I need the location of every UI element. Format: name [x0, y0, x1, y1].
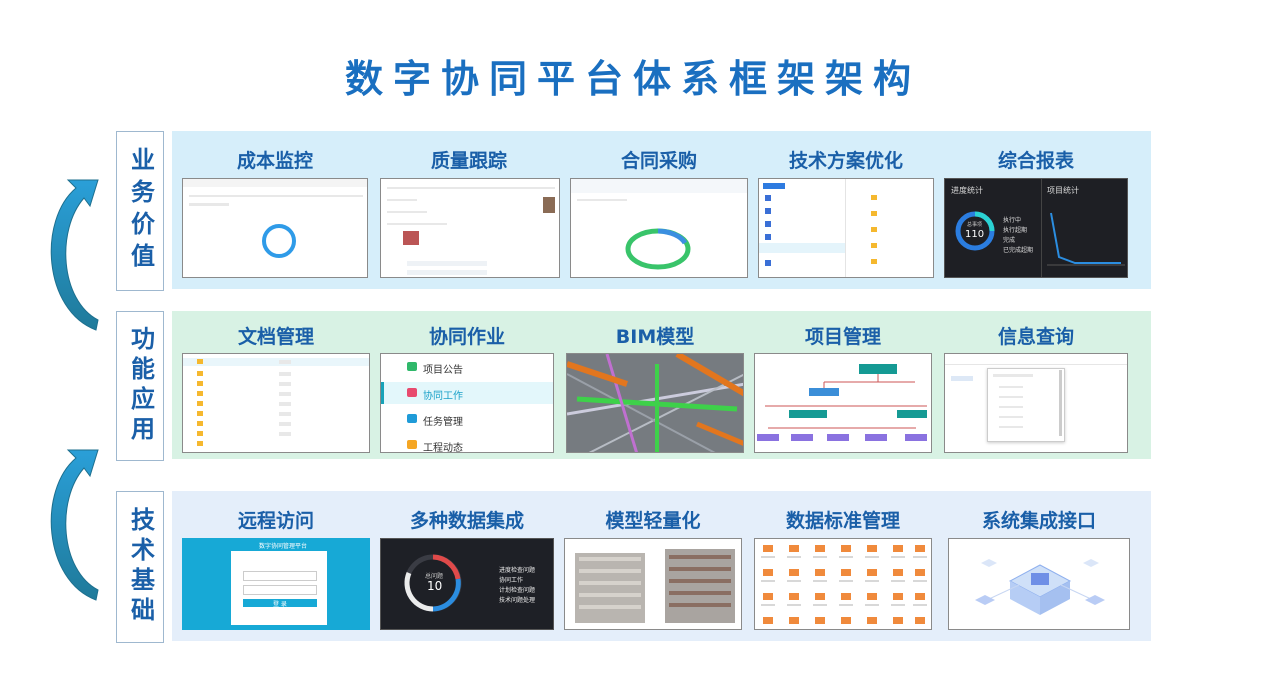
username-field[interactable] [243, 571, 317, 581]
cell-title: 质量跟踪 [430, 150, 507, 172]
cell-title: 多种数据集成 [409, 510, 524, 532]
data-integration-thumbnail[interactable]: 总问题 10 进度检查问题 协同工作 计划检查问题 技术问题处理 [380, 538, 554, 630]
report-thumbnail[interactable]: 进度统计 项目统计 总事项 110 执行中 执行超期 完成 已完成超期 [944, 178, 1128, 278]
login-header: 数字协同管理平台 [259, 543, 308, 550]
ring-chart-icon [625, 228, 691, 270]
bim-model-thumbnail[interactable] [566, 353, 744, 453]
menu-item-label: 项目公告 [423, 365, 463, 376]
bim-pipes-image [567, 354, 743, 452]
layer-label-text: 业务价值 [126, 147, 155, 275]
cell-title: 文档管理 [237, 326, 314, 348]
cell-title: 项目管理 [804, 326, 881, 348]
report-right-heading: 项目统计 [1047, 186, 1079, 195]
menu-item-label: 工程动态 [423, 443, 463, 453]
integration-legend-item: 协同工作 [499, 577, 524, 584]
system-interface-thumbnail[interactable] [948, 538, 1130, 630]
cell-title: 系统集成接口 [981, 510, 1096, 532]
quality-tracking-thumbnail[interactable] [380, 178, 560, 278]
project-management-thumbnail[interactable] [754, 353, 932, 453]
integration-legend-item: 计划检查问题 [499, 587, 536, 594]
model-lightweight-thumbnail[interactable] [564, 538, 742, 630]
cell-title: 数据标准管理 [785, 510, 900, 532]
login-button-label: 登 录 [273, 601, 287, 608]
integration-legend-item: 技术问题处理 [499, 597, 536, 604]
cell-title: 技术方案优化 [788, 150, 903, 172]
cell-title: 成本监控 [236, 150, 313, 172]
line-chart-icon [1047, 212, 1125, 266]
cost-monitor-thumbnail[interactable] [182, 178, 368, 278]
building-model-image [575, 549, 735, 623]
task-icon [407, 414, 417, 423]
menu-item-announcement[interactable]: 项目公告 [381, 356, 553, 378]
integration-legend-item: 进度检查问题 [499, 567, 536, 574]
menu-item-label: 任务管理 [423, 417, 463, 428]
collaboration-thumbnail[interactable]: 项目公告 协同工作 任务管理 工程动态 [380, 353, 554, 453]
cell-title: 信息查询 [997, 326, 1074, 348]
menu-item-task[interactable]: 任务管理 [381, 408, 553, 430]
report-legend-item: 执行中 [1003, 217, 1022, 224]
layer-label-tech: 技术基础 [116, 491, 164, 643]
tech-foundation-band: 远程访问 多种数据集成 模型轻量化 数据标准管理 系统集成接口 数字协同管理平台… [172, 491, 1151, 641]
layer-label-business: 业务价值 [116, 131, 164, 291]
password-field[interactable] [243, 585, 317, 595]
ring-chart-icon [955, 211, 995, 251]
cell-title: BIM模型 [615, 326, 695, 348]
menu-item-progress[interactable]: 工程动态 [381, 434, 553, 453]
announcement-icon [407, 362, 417, 371]
integration-donut-value: 10 [427, 579, 443, 593]
org-chart-image [757, 364, 927, 441]
ring-chart-icon [262, 224, 296, 258]
cell-title: 远程访问 [237, 510, 314, 532]
function-application-band: 文档管理 协同作业 BIM模型 项目管理 信息查询 项目公告 协同工作 [172, 311, 1151, 459]
layer-label-text: 功能应用 [126, 326, 155, 446]
report-donut-value: 110 [965, 229, 985, 240]
cell-title: 协同作业 [428, 326, 505, 348]
isometric-integration-image [975, 559, 1105, 615]
report-legend-item: 已完成超期 [1003, 247, 1034, 254]
flow-arrows-icon [50, 179, 99, 601]
ring-chart-icon [404, 554, 462, 612]
business-value-band: 成本监控 质量跟踪 合同采购 技术方案优化 综合报表 [172, 131, 1151, 289]
layer-label-function: 功能应用 [116, 311, 164, 461]
layer-label-text: 技术基础 [126, 507, 155, 627]
integration-donut-label: 总问题 [425, 573, 444, 580]
report-legend-item: 完成 [1003, 237, 1016, 244]
tech-plan-thumbnail[interactable] [758, 178, 934, 278]
cell-title: 模型轻量化 [605, 510, 701, 532]
data-standard-thumbnail[interactable] [754, 538, 932, 630]
document-management-thumbnail[interactable] [182, 353, 370, 453]
progress-icon [407, 440, 417, 449]
document-grid-image [761, 545, 927, 624]
info-query-thumbnail[interactable] [944, 353, 1128, 453]
report-donut-label: 总事项 [967, 222, 983, 228]
menu-item-collab-work[interactable]: 协同工作 [381, 382, 553, 404]
cell-title: 综合报表 [997, 150, 1074, 172]
menu-item-label: 协同工作 [423, 391, 463, 402]
cell-title: 合同采购 [620, 150, 697, 172]
report-left-heading: 进度统计 [951, 186, 983, 195]
collab-work-icon [407, 388, 417, 397]
report-legend-item: 执行超期 [1003, 227, 1028, 234]
page-title: 数字协同平台体系框架架构 [344, 57, 921, 101]
login-button[interactable] [243, 599, 317, 607]
contract-procurement-thumbnail[interactable] [570, 178, 748, 278]
remote-access-thumbnail[interactable]: 数字协同管理平台 登 录 [182, 538, 370, 630]
